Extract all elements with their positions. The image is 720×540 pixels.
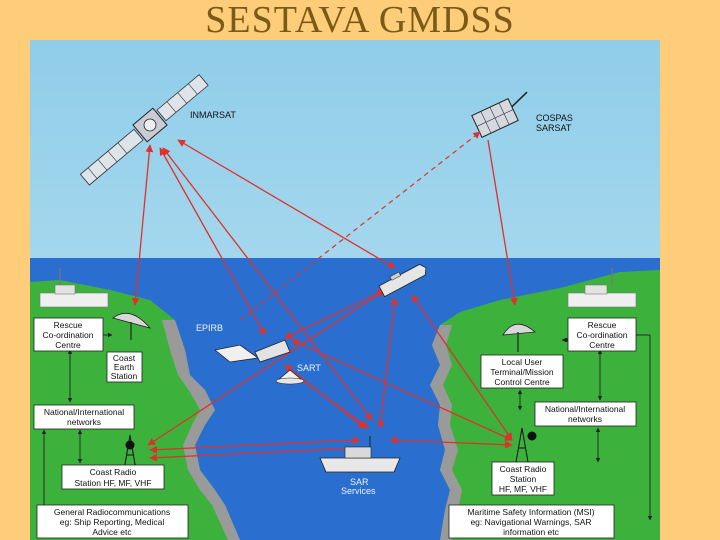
sar-services-label: Services [341, 486, 376, 496]
crs-left-tower-icon [123, 434, 137, 471]
ces-left-dish-icon [112, 312, 152, 340]
rcc-left-line1: Rescue [54, 320, 83, 330]
distressed-vessel-icon [214, 339, 291, 363]
link-inmarsat-ces [131, 144, 154, 306]
msi-line1: Maritime Safety Information (MSI) [467, 507, 594, 517]
crs-right-line1: Coast Radio [500, 464, 547, 474]
communication-links [131, 139, 518, 462]
link-cospas-lut [487, 139, 518, 306]
lut-line2: Terminal/Mission [490, 367, 554, 377]
rcc-left-line3: Centre [55, 340, 81, 350]
link-sart-sar [299, 377, 369, 429]
net-right-box [534, 401, 637, 427]
net-left-line2: networks [67, 417, 101, 427]
general-line2: eg: Ship Reporting, Medical [60, 517, 165, 527]
sarsat-label: SARSAT [536, 123, 572, 133]
inmarsat-label: INMARSAT [190, 110, 236, 120]
ship-icon [378, 263, 427, 298]
rcc-right-line1: Rescue [588, 320, 617, 330]
link-epirb-crs-right [291, 339, 513, 441]
ces-line2: Earth [114, 362, 135, 372]
cospas-sarsat-satellite-icon [471, 91, 528, 138]
general-radiocomms-box [36, 504, 189, 539]
lut-line3: Control Centre [494, 377, 550, 387]
net-left-box [33, 404, 135, 430]
general-line3: Advice etc [92, 527, 132, 537]
sar-label: SAR [350, 477, 369, 487]
link-sar-crs-right [389, 436, 513, 449]
crs-left-line1: Coast Radio [90, 467, 137, 477]
link-sar-crs-left-low [149, 447, 361, 462]
ces-box [106, 351, 143, 383]
rcc-right-building-icon [567, 268, 637, 308]
cospas-label: COSPAS [536, 113, 573, 123]
general-line1: General Radiocommunications [54, 507, 170, 517]
sar-vessel-icon [319, 436, 401, 473]
rcc-left-line2: Co-ordination [42, 330, 93, 340]
rcc-left-building-icon [39, 268, 109, 308]
crs-right-line2: Station [510, 474, 537, 484]
sart-raft-icon [275, 369, 305, 385]
msi-box [448, 504, 615, 539]
rcc-left-box [33, 317, 104, 352]
crs-left-line2: Station HF, MF, VHF [75, 478, 152, 488]
msi-line2: eg: Navigational Warnings, SAR [470, 517, 591, 527]
rcc-right-line2: Co-ordination [576, 330, 627, 340]
link-epirb-cospas-dashed [239, 131, 481, 321]
link-crs-left-ship [147, 289, 386, 446]
ces-line1: Coast [113, 353, 136, 363]
lut-box [480, 354, 564, 389]
sart-label: SART [297, 363, 321, 373]
rcc-right-line3: Centre [589, 340, 615, 350]
page-title: SESTAVA GMDSS [205, 0, 515, 41]
ces-line3: Station [111, 371, 138, 381]
rcc-right-box [567, 317, 637, 352]
msi-line3: information etc [503, 527, 559, 537]
net-left-line1: National/International [44, 407, 124, 417]
crs-right-line3: HF, MF, VHF [499, 484, 547, 494]
crs-left-box [61, 464, 165, 490]
crs-right-tower-icon [515, 427, 537, 463]
net-right-line1: National/International [545, 404, 625, 414]
crs-right-box [491, 461, 555, 496]
link-inmarsat-ship [177, 139, 396, 269]
epirb-label: EPIRB [196, 323, 223, 333]
lut-line1: Local User [502, 357, 543, 367]
lut-right-dish-icon [502, 323, 536, 352]
inmarsat-satellite-icon [79, 74, 209, 186]
net-right-line2: networks [568, 414, 602, 424]
